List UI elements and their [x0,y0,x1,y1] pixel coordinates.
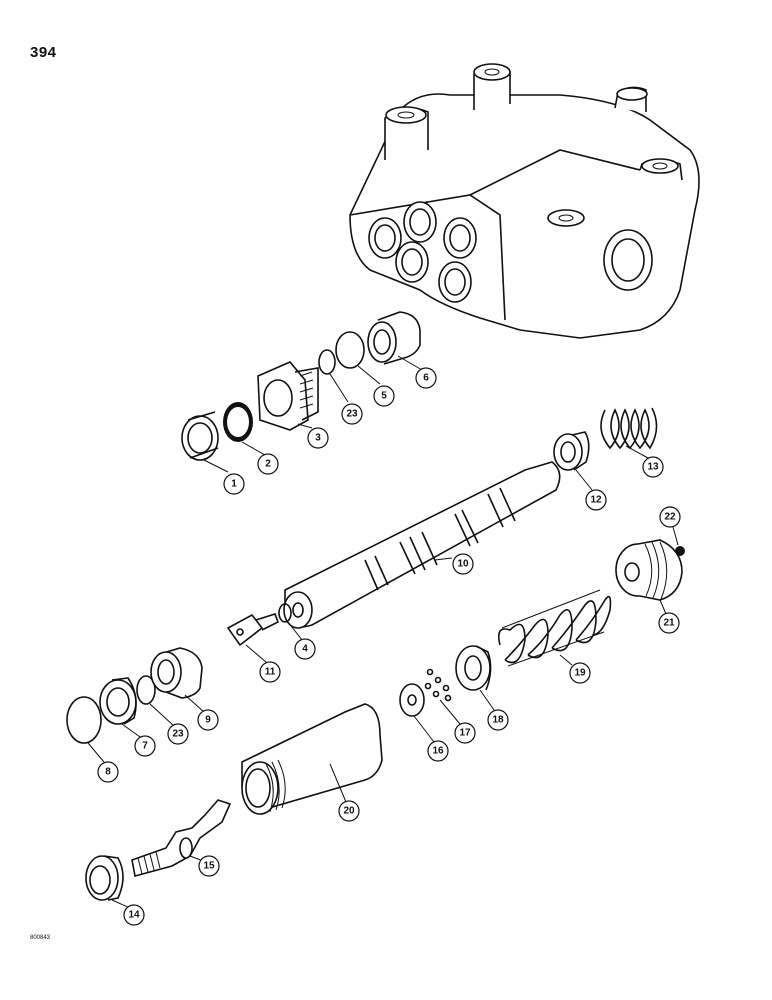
part-18-washer [455,645,492,691]
svg-text:15: 15 [203,861,215,872]
callout-22: 22 [659,506,681,528]
callout-14: 14 [123,904,145,926]
svg-text:3: 3 [315,433,321,444]
part-23-oring-lower [136,675,156,705]
callout-4: 4 [294,638,316,660]
part-20-tube [241,703,383,815]
svg-text:4: 4 [302,644,308,655]
part-3-fitting [257,361,319,431]
part-6-bushing [367,311,421,365]
svg-text:20: 20 [343,806,355,817]
callout-2: 2 [257,453,279,475]
part-9-bushing [150,647,203,699]
part-13-spring [600,407,658,450]
part-19-spring [497,589,612,667]
part-8-oring [66,696,102,744]
svg-text:19: 19 [574,668,586,679]
callout-19: 19 [569,662,591,684]
svg-text:16: 16 [432,746,444,757]
svg-text:23: 23 [346,409,358,420]
svg-text:22: 22 [664,512,676,523]
callout-20: 20 [338,800,360,822]
svg-text:8: 8 [105,767,111,778]
leader-lines [87,355,679,909]
part-15-stem [131,799,232,877]
svg-text:13: 13 [647,462,659,473]
callout-5: 5 [373,385,395,407]
part-16-washer [399,683,425,717]
drawing-code: 800843 [30,935,51,941]
valve-body [349,63,700,339]
part-5-oring [335,331,365,369]
svg-text:21: 21 [663,618,675,629]
svg-text:1: 1 [231,479,237,490]
part-11-pin [226,613,280,647]
svg-text:11: 11 [265,667,276,678]
svg-text:9: 9 [205,715,211,726]
part-23-oring-upper [318,349,336,375]
callout-23-upper: 23 [341,403,363,425]
part-1-ring [181,411,219,461]
svg-text:10: 10 [457,559,469,570]
part-14-cap [85,855,124,901]
callout-16: 16 [427,740,449,762]
callout-17: 17 [454,722,476,744]
svg-text:23: 23 [172,729,184,740]
callout-3: 3 [307,427,329,449]
callout-1: 1 [223,473,245,495]
body-ports [368,201,477,303]
svg-text:17: 17 [459,728,471,739]
part-21-cap [615,539,683,601]
callout-6: 6 [415,367,437,389]
callout-10: 10 [452,553,474,575]
svg-text:5: 5 [381,391,387,402]
page-number: 394 [30,44,57,61]
callout-15: 15 [198,855,220,877]
part-12-sleeve [553,431,590,471]
callout-13: 13 [642,456,664,478]
svg-text:12: 12 [590,495,602,506]
svg-text:6: 6 [423,373,429,384]
callout-21: 21 [658,612,680,634]
callout-12: 12 [585,489,607,511]
part-2-washer [223,402,253,442]
part-7-ring [99,677,137,725]
part-17-balls [424,668,452,702]
svg-text:7: 7 [142,741,148,752]
callout-18: 18 [487,709,509,731]
svg-text:18: 18 [492,715,504,726]
svg-text:14: 14 [128,910,140,921]
svg-text:2: 2 [265,459,271,470]
callout-11: 11 [259,661,281,683]
callout-9: 9 [197,709,219,731]
callout-7: 7 [134,735,156,757]
callout-23-lower: 23 [167,723,189,745]
part-10-spool [283,461,561,629]
part-4-oring [278,603,292,623]
callout-8: 8 [97,761,119,783]
